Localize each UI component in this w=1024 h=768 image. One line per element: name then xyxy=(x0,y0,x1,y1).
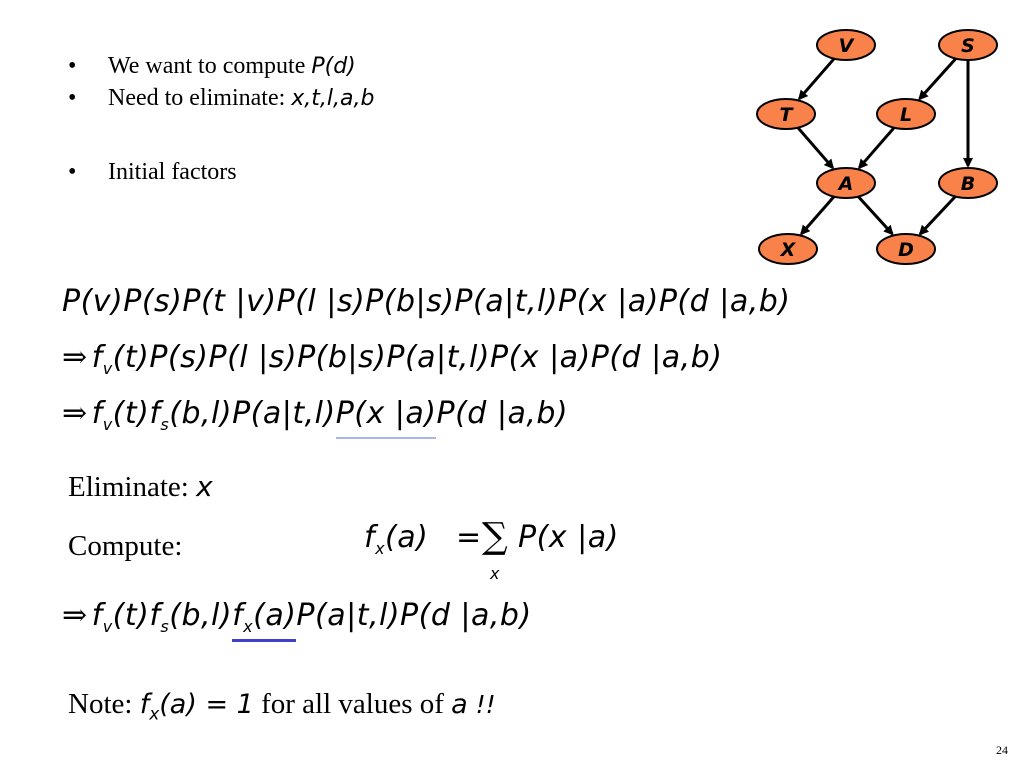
underlined-factor-f-x-a: fx(a) xyxy=(232,598,297,642)
bullet-dot: • xyxy=(68,53,77,79)
node-label: V xyxy=(839,35,855,57)
node-ellipse xyxy=(876,98,936,130)
node-label: T xyxy=(780,104,795,126)
edge-v-to-t xyxy=(797,57,836,101)
edge-a-to-x xyxy=(800,195,836,236)
bayes-network-diagram: V S T L A B X D xyxy=(756,29,998,265)
bullet-dot: • xyxy=(68,85,77,111)
equation-eliminate-s: ⇒fv(t)fs(b,l)P(a|t,l)P(x |a)P(d |a,b) xyxy=(62,396,569,439)
equation-eliminate-v: ⇒fv(t)P(s)P(l |s)P(b|s)P(a|t,l)P(x |a)P(… xyxy=(62,340,723,378)
node-t: T xyxy=(756,98,816,130)
underlined-factor-p-x-given-a: P(x |a) xyxy=(335,396,437,439)
bullet-dot: • xyxy=(68,159,77,185)
bullet-eliminate: • Need to eliminate: x,t,l,a,b xyxy=(60,82,374,114)
equation-eliminate-x: ⇒fv(t)fs(b,l)fx(a)P(a|t,l)P(d |a,b) xyxy=(62,598,532,642)
bullet-initial-factors: • Initial factors xyxy=(60,156,374,188)
network-nodes: V S T L A B X D xyxy=(756,29,998,265)
node-v: V xyxy=(816,29,876,61)
node-ellipse xyxy=(938,29,998,61)
edge-s-to-l xyxy=(918,57,957,101)
edge-a-to-d xyxy=(857,195,894,236)
node-label: B xyxy=(961,173,975,195)
note-text: Note: fx(a) = 1 for all values of a !! xyxy=(68,688,496,725)
edge-l-to-a xyxy=(857,126,896,170)
node-ellipse xyxy=(876,233,936,265)
equation-initial-factors: P(v)P(s)P(t |v)P(l |s)P(b|s)P(a|t,l)P(x … xyxy=(62,284,791,319)
node-b: B xyxy=(938,167,998,199)
node-s: S xyxy=(938,29,998,61)
node-label: A xyxy=(837,173,854,195)
implies-arrow: ⇒ xyxy=(62,598,88,633)
edge-b-to-d xyxy=(918,195,957,236)
node-label: X xyxy=(780,239,797,261)
node-label: S xyxy=(961,35,975,57)
page-number: 24 xyxy=(996,743,1008,757)
node-ellipse xyxy=(816,29,876,61)
node-x: X xyxy=(758,233,818,265)
summation-symbol: ∑ xyxy=(482,516,509,557)
node-l: L xyxy=(876,98,936,130)
node-d: D xyxy=(876,233,936,265)
implies-arrow: ⇒ xyxy=(62,396,88,431)
node-a: A xyxy=(816,167,876,199)
bullet-list: • We want to compute P(d) • Need to elim… xyxy=(60,50,374,188)
eliminate-label: Eliminate: x xyxy=(68,470,213,503)
node-ellipse xyxy=(938,167,998,199)
node-ellipse xyxy=(756,98,816,130)
compute-label: Compute: xyxy=(68,530,183,562)
node-label: L xyxy=(900,104,912,126)
network-edges xyxy=(796,57,973,236)
node-ellipse xyxy=(758,233,818,265)
node-label: D xyxy=(898,239,914,261)
edge-t-to-a xyxy=(796,126,835,170)
implies-arrow: ⇒ xyxy=(62,340,88,375)
bullet-compute: • We want to compute P(d) xyxy=(60,50,374,82)
node-ellipse xyxy=(816,167,876,199)
compute-formula: fx(a) = ∑ x P(x |a) xyxy=(364,516,619,583)
